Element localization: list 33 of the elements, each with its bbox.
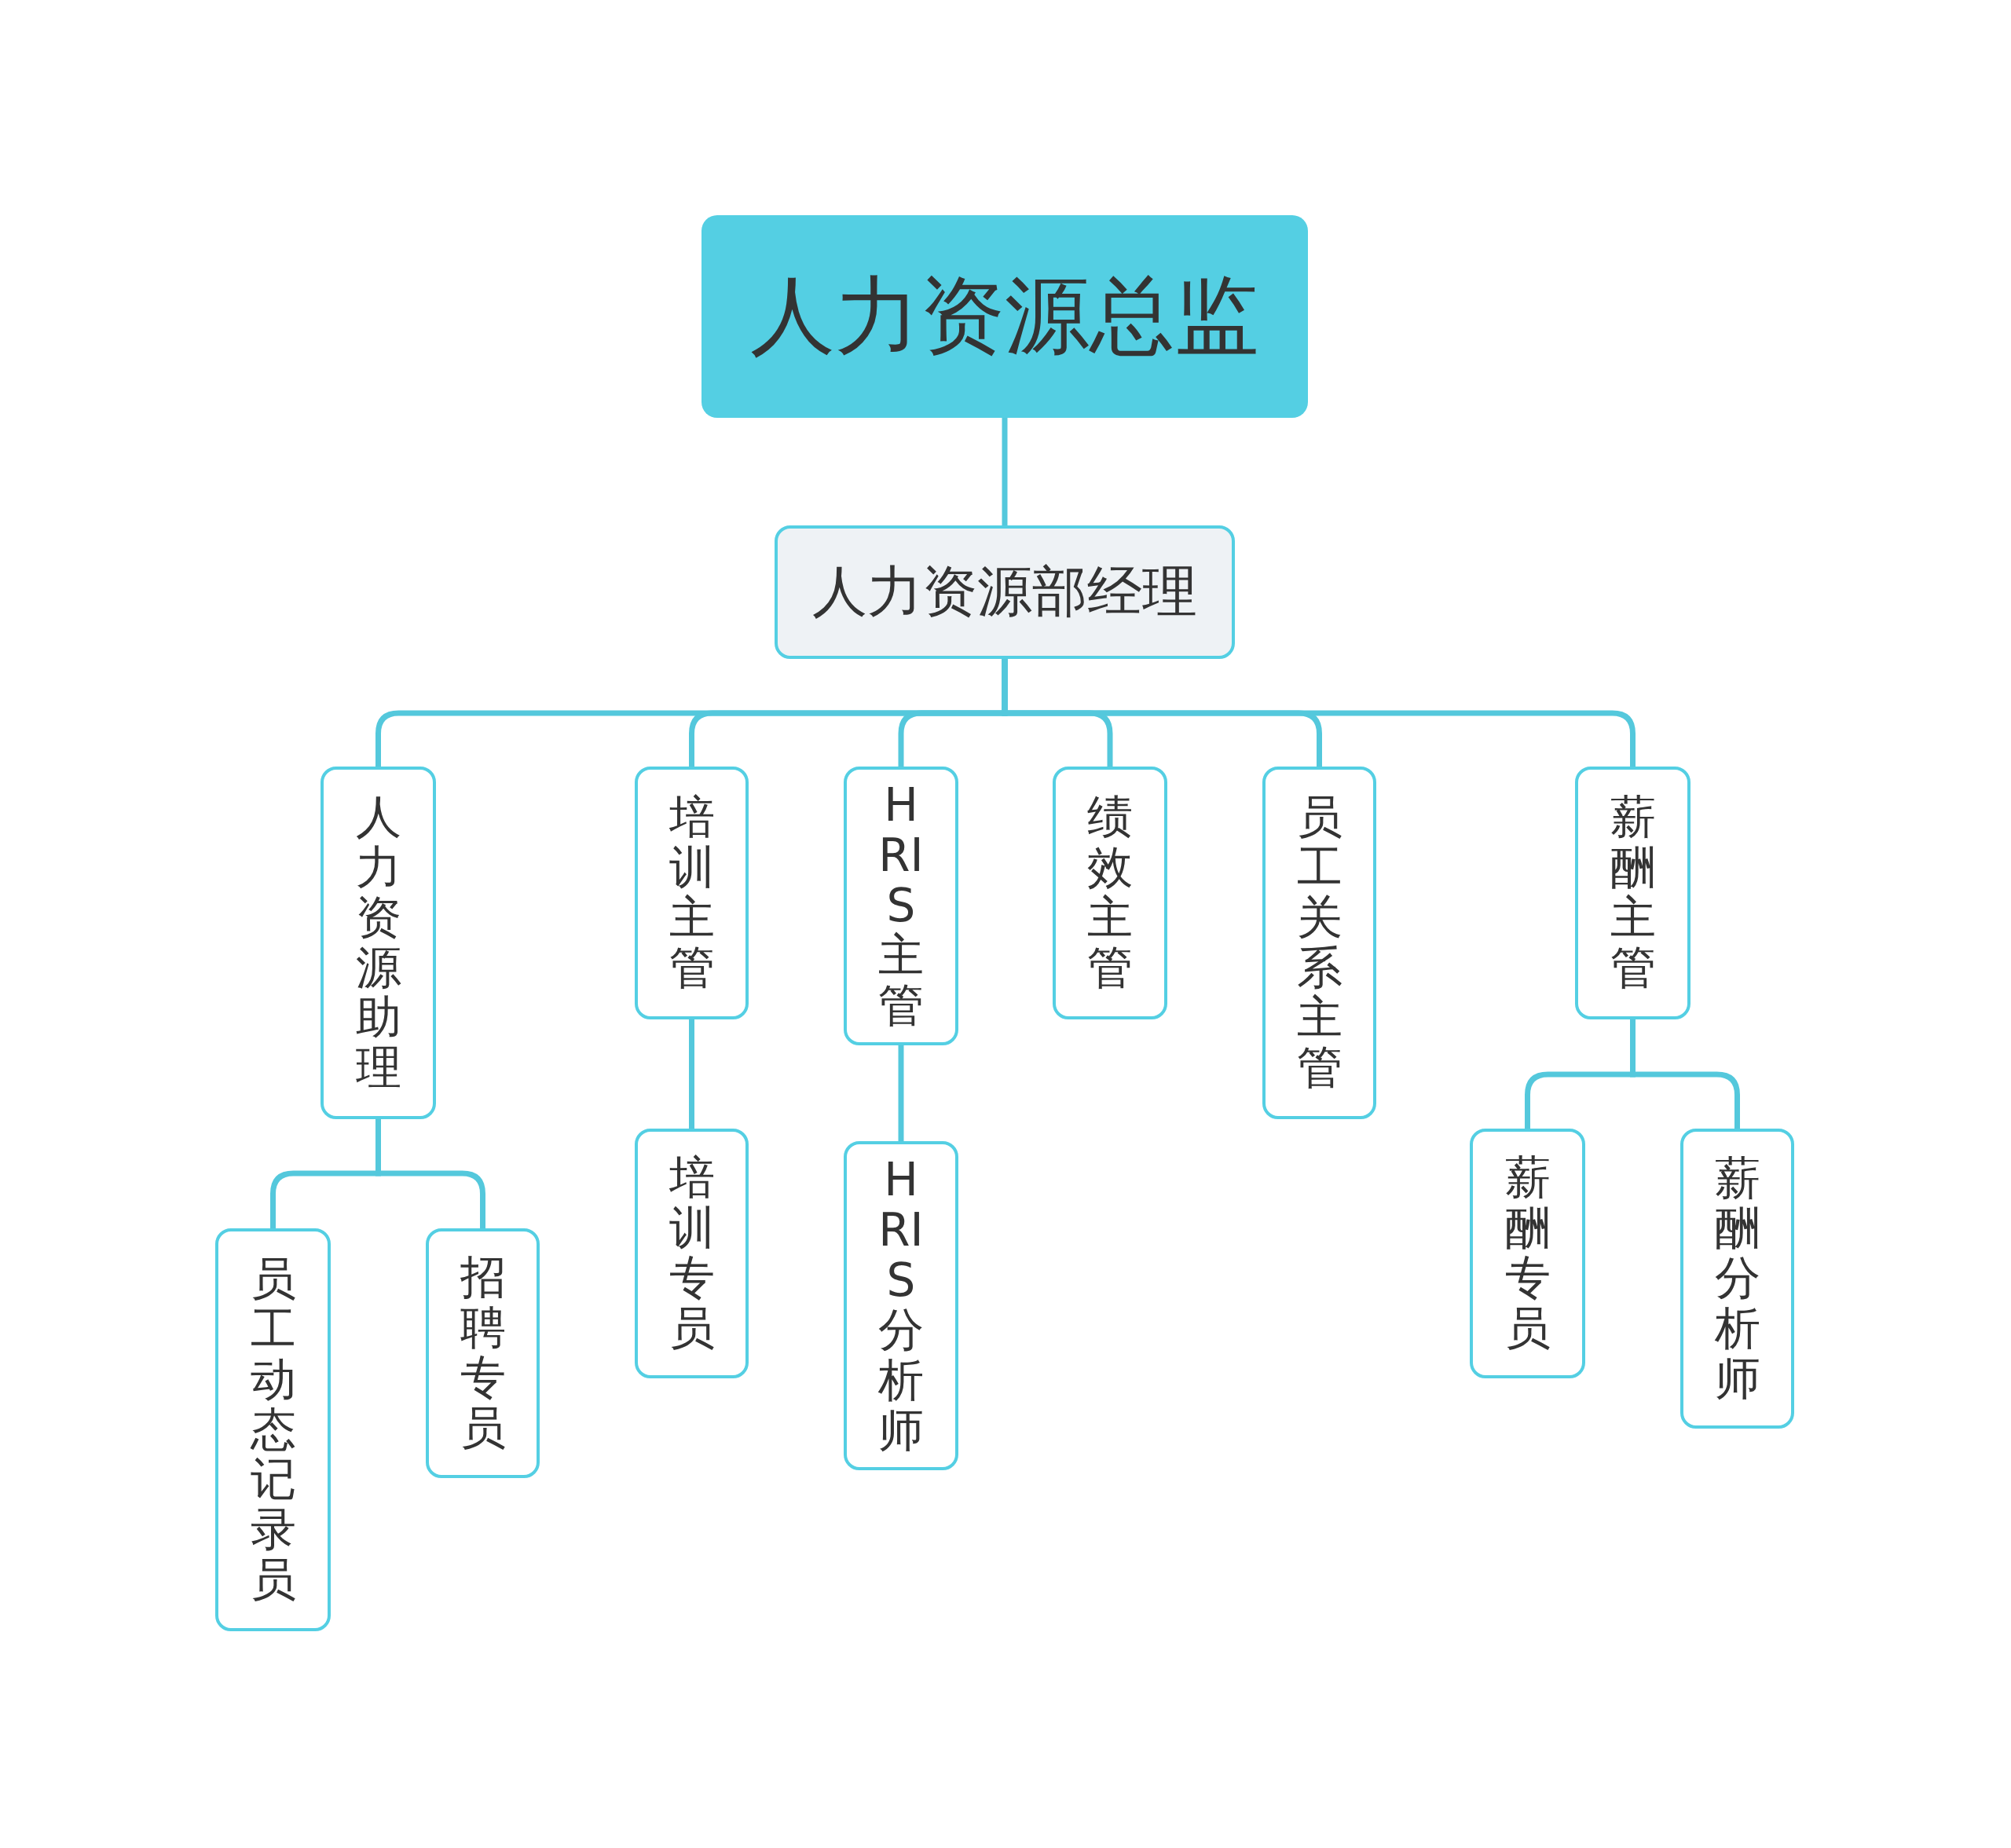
manager-box (775, 525, 1235, 659)
title-text: 人力资源总监 (750, 265, 1259, 366)
role-title: 培训主管 (669, 792, 715, 994)
role-title: HRIS主管 (878, 781, 924, 1031)
role-box (844, 1141, 958, 1470)
role-title: 薪酬主管 (1610, 792, 1656, 994)
role-box (1262, 767, 1376, 1119)
root-box (701, 215, 1308, 418)
role-title: 人力资源助理 (355, 792, 401, 1093)
role-box (1053, 767, 1167, 1019)
connector-line (1002, 418, 1008, 525)
role-box (426, 1228, 540, 1478)
title-text: 人力资源部经理 (812, 558, 1197, 625)
role-title: 员工动态记录员 (250, 1254, 296, 1605)
role-title: 薪酬分析师 (1714, 1153, 1760, 1404)
role-box (1470, 1129, 1585, 1378)
connector-line (689, 1019, 694, 1129)
role-box (215, 1228, 331, 1631)
role-title: 培训专员 (669, 1153, 715, 1354)
role-box (1575, 767, 1690, 1019)
role-title: HRIS分析师 (878, 1155, 924, 1456)
role-title: 员工关系主管 (1296, 792, 1342, 1093)
connector-line (898, 1045, 904, 1141)
connector-line (375, 1119, 485, 1228)
role-box (844, 767, 958, 1045)
connector-line (1630, 1019, 1740, 1129)
role-box (1680, 1129, 1794, 1429)
role-box (635, 1129, 749, 1378)
role-title: 绩效主管 (1087, 792, 1133, 994)
role-title: 招聘专员 (460, 1253, 506, 1454)
role-title: 薪酬专员 (1504, 1153, 1551, 1354)
role-box (635, 767, 749, 1019)
role-box (321, 767, 436, 1119)
